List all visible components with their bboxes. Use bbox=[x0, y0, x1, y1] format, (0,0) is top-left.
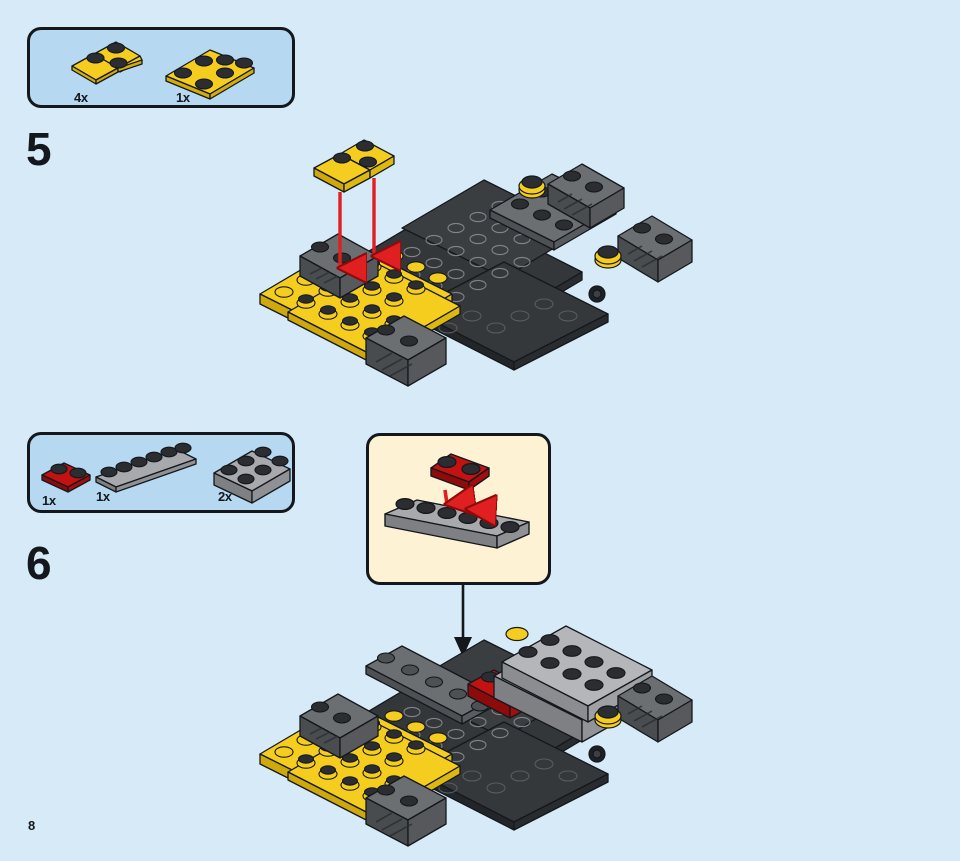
part-quantity-label: 4x bbox=[74, 90, 88, 105]
assembly-illustration-step-6 bbox=[252, 592, 693, 847]
light-gray-brick-2x4-icon bbox=[210, 439, 296, 504]
assembly-illustration-step-5 bbox=[252, 132, 693, 402]
part-quantity-label: 2x bbox=[218, 489, 232, 504]
part-quantity-label: 1x bbox=[42, 493, 56, 508]
yellow-corner-plate-icon bbox=[68, 38, 146, 85]
yellow-plate-2x4-icon bbox=[162, 32, 258, 100]
submodel-inset-step-6 bbox=[366, 433, 551, 585]
submodel-connector-arrow bbox=[449, 585, 479, 665]
page-number: 8 bbox=[28, 818, 36, 833]
floating-yellow-corner-plate bbox=[313, 139, 395, 193]
light-gray-plate-1x6-icon bbox=[92, 441, 202, 493]
red-plate-1x2-icon bbox=[38, 453, 94, 493]
step-number-6: 6 bbox=[26, 537, 52, 589]
submodel-placement-arrows bbox=[445, 490, 469, 509]
part-quantity-label: 1x bbox=[176, 90, 190, 105]
placement-arrows-step-5 bbox=[340, 178, 374, 268]
parts-callout-step-5: 4x bbox=[27, 27, 295, 108]
step-number-5: 5 bbox=[26, 123, 52, 175]
part-quantity-label: 1x bbox=[96, 489, 110, 504]
parts-callout-step-6: 1x bbox=[27, 432, 295, 513]
